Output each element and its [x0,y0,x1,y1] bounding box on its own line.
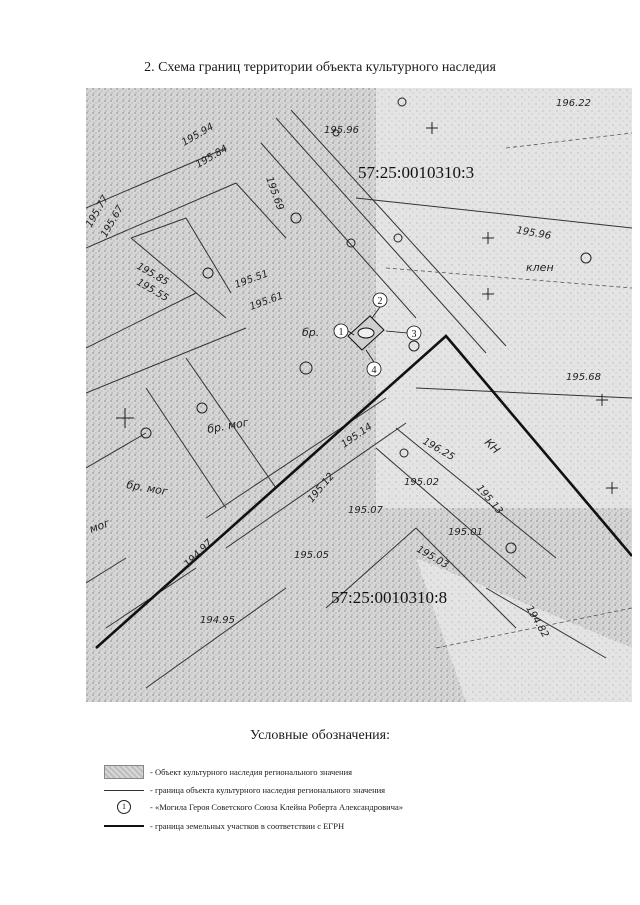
marker-2-number: 2 [378,296,383,307]
svg-text:195.96: 195.96 [324,125,359,136]
thin-line-swatch [104,789,144,791]
egrn-parcel-boundary [95,334,632,649]
svg-text:195.07: 195.07 [348,505,384,516]
svg-text:бр.: бр. [302,326,319,339]
survey-marks [116,97,618,554]
legend-item-egrn-boundary: - граница земельных участков в соответст… [104,818,344,834]
svg-text:195.02: 195.02 [404,477,439,488]
thick-line-swatch [104,825,144,827]
dashed-lines [385,132,632,649]
svg-text:195.05: 195.05 [294,550,329,561]
hatched-area-swatch [104,765,144,779]
parcel-label-north: 57:25:0010310:3 [358,163,474,182]
svg-text:195.68: 195.68 [566,372,601,383]
legend-item-heritage-boundary: - граница объекта культурного наследия р… [104,782,385,798]
legend-item-heritage-object: - Объект культурного наследия региональн… [104,764,352,780]
marker-1: 1 [333,323,349,339]
marker-3: 3 [406,325,422,341]
legend-item-grave: 1 - «Могила Героя Советского Союза Клейн… [104,799,403,815]
svg-text:195.01: 195.01 [448,527,483,538]
street-lines [86,109,632,689]
cadastral-map: 1 2 3 4 57:25:0010310:3 57:25:0010310:8 … [86,88,632,702]
numbered-circle-swatch: 1 [117,800,131,814]
map-light-area [376,88,632,508]
heritage-object [347,315,385,351]
marker-4-number: 4 [372,365,377,376]
point-markers: 1 2 3 4 [333,292,422,377]
svg-text:194.95: 194.95 [200,615,235,626]
map-light-area-lower [416,558,632,702]
svg-text:196.22: 196.22 [556,98,591,109]
parcel-labels: 57:25:0010310:3 57:25:0010310:8 [331,163,474,607]
marker-2: 2 [372,292,388,308]
parcel-label-south: 57:25:0010310:8 [331,588,447,607]
marker-4: 4 [366,361,382,377]
legend-title: Условные обозначения: [249,728,391,743]
page-title: 2. Схема границ территории объекта культ… [144,60,496,75]
svg-text:клен: клен [526,261,554,274]
marker-3-number: 3 [412,329,417,340]
marker-1-number: 1 [339,327,344,338]
